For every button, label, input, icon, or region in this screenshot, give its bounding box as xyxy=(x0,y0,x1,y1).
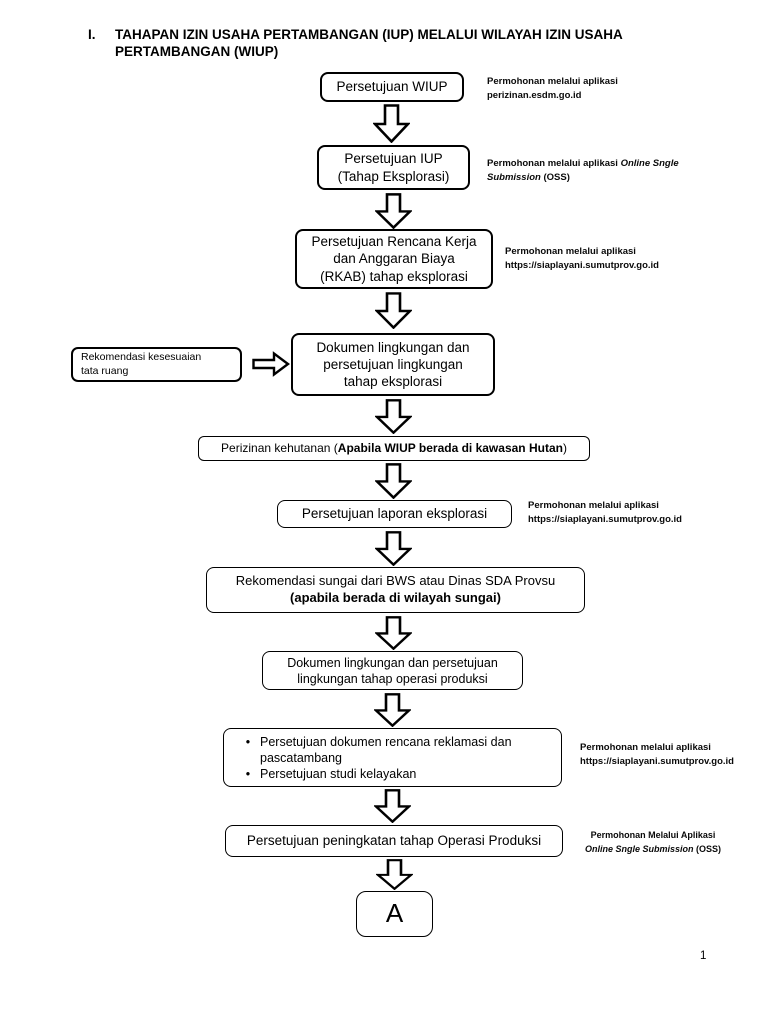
note-siaplayani-1: Permohonan melalui aplikasi https://siap… xyxy=(505,245,659,273)
box-line: (Tahap Eksplorasi) xyxy=(337,168,450,184)
note-line: perizinan.esdm.go.id xyxy=(487,90,582,101)
bullet-item: • Persetujuan dokumen rencana reklamasi … xyxy=(236,734,551,766)
note-line: Permohonan melalui aplikasi xyxy=(487,76,618,87)
bullet-item: • Persetujuan studi kelayakan xyxy=(236,766,551,782)
box-line: Rekomendasi sungai dari BWS atau Dinas S… xyxy=(235,573,556,589)
note-line: Permohonan melalui aplikasi xyxy=(505,246,636,257)
note-perizinan-esdm: Permohonan melalui aplikasi perizinan.es… xyxy=(487,75,618,103)
right-arrow-icon xyxy=(252,351,290,377)
box-line: Persetujuan IUP xyxy=(344,151,443,167)
note-line: https://siaplayani.sumutprov.go.id xyxy=(505,260,659,271)
box-line: tahap eksplorasi xyxy=(343,374,443,390)
down-arrow-icon xyxy=(375,531,412,566)
bullet-dot: • xyxy=(245,734,251,749)
flow-box-persetujuan-iup: Persetujuan IUP (Tahap Eksplorasi) xyxy=(317,145,470,190)
flow-box-persetujuan-wiup: Persetujuan WIUP xyxy=(320,72,464,102)
box-line: Rekomendasi kesesuaian xyxy=(81,350,202,363)
down-arrow-icon xyxy=(375,463,412,499)
box-label: Persetujuan laporan eksplorasi xyxy=(301,506,488,522)
down-arrow-icon xyxy=(375,616,412,650)
down-arrow-icon xyxy=(376,859,413,890)
flow-box-peningkatan-operasi-produksi: Persetujuan peningkatan tahap Operasi Pr… xyxy=(225,825,563,857)
bullet-text: Persetujuan dokumen rencana reklamasi da… xyxy=(260,734,512,765)
note-line: Permohonan Melalui Aplikasi xyxy=(590,830,716,840)
side-box-rekomendasi-tata-ruang: Rekomendasi kesesuaian tata ruang xyxy=(71,347,242,382)
box-line: persetujuan lingkungan xyxy=(323,356,463,372)
box-line: lingkungan tahap operasi produksi xyxy=(297,671,488,686)
page-number: 1 xyxy=(700,950,707,962)
flow-box-reklamasi-studi-kelayakan: • Persetujuan dokumen rencana reklamasi … xyxy=(223,728,562,787)
box-text-suffix: ) xyxy=(562,440,567,455)
box-text-bold: Apabila WIUP berada di kawasan Hutan xyxy=(337,440,563,455)
box-line: tata ruang xyxy=(81,364,129,377)
note-oss-eksplorasi: Permohonan melalui aplikasi Online Sngle… xyxy=(487,157,679,185)
note-siaplayani-3: Permohonan melalui aplikasi https://siap… xyxy=(580,741,734,769)
down-arrow-icon xyxy=(374,789,411,823)
terminal-label: A xyxy=(385,898,404,929)
flow-box-laporan-eksplorasi: Persetujuan laporan eksplorasi xyxy=(277,500,512,528)
note-oss-produksi: Permohonan Melalui Aplikasi Online Sngle… xyxy=(583,828,723,856)
flow-box-rekomendasi-sungai: Rekomendasi sungai dari BWS atau Dinas S… xyxy=(206,567,585,613)
box-line: Dokumen lingkungan dan persetujuan xyxy=(287,655,498,670)
note-line: https://siaplayani.sumutprov.go.id xyxy=(528,514,682,525)
flow-box-perizinan-kehutanan: Perizinan kehutanan (Apabila WIUP berada… xyxy=(198,436,590,461)
down-arrow-icon xyxy=(375,292,412,329)
box-line: Dokumen lingkungan dan xyxy=(316,339,470,355)
note-line: Submission (OSS) xyxy=(487,172,570,183)
note-line: Online Sngle Submission (OSS) xyxy=(584,844,722,854)
note-siaplayani-2: Permohonan melalui aplikasi https://siap… xyxy=(528,499,682,527)
box-line-bold: (apabila berada di wilayah sungai) xyxy=(290,590,501,605)
note-line: Permohonan melalui aplikasi Online Sngle xyxy=(487,158,679,169)
note-line: https://siaplayani.sumutprov.go.id xyxy=(580,756,734,767)
box-line: dan Anggaran Biaya xyxy=(333,251,455,267)
box-label: Persetujuan peningkatan tahap Operasi Pr… xyxy=(246,833,542,849)
flow-box-dokumen-lingkungan-eksplorasi: Dokumen lingkungan dan persetujuan lingk… xyxy=(291,333,495,396)
down-arrow-icon xyxy=(374,693,411,727)
title-line: PERTAMBANGAN (WIUP) xyxy=(115,44,279,59)
box-label: Persetujuan WIUP xyxy=(336,79,448,95)
box-line: (RKAB) tahap eksplorasi xyxy=(320,268,468,284)
down-arrow-icon xyxy=(375,193,412,229)
note-line: Permohonan melalui aplikasi xyxy=(580,742,711,753)
flow-box-dokumen-lingkungan-produksi: Dokumen lingkungan dan persetujuan lingk… xyxy=(262,651,523,690)
flow-terminal-a: A xyxy=(356,891,433,937)
title-numeral: I. xyxy=(88,27,96,42)
box-text-prefix: Perizinan kehutanan ( xyxy=(221,440,338,455)
title-text: TAHAPAN IZIN USAHA PERTAMBANGAN (IUP) ME… xyxy=(115,26,623,60)
title-line: TAHAPAN IZIN USAHA PERTAMBANGAN (IUP) ME… xyxy=(115,27,623,42)
bullet-text: Persetujuan studi kelayakan xyxy=(260,766,417,781)
down-arrow-icon xyxy=(375,399,412,434)
note-line: Permohonan melalui aplikasi xyxy=(528,500,659,511)
bullet-dot: • xyxy=(245,766,251,781)
page-title: I. TAHAPAN IZIN USAHA PERTAMBANGAN (IUP)… xyxy=(88,26,733,60)
flow-box-rkab: Persetujuan Rencana Kerja dan Anggaran B… xyxy=(295,229,493,289)
down-arrow-icon xyxy=(373,104,410,143)
box-line: Persetujuan Rencana Kerja xyxy=(311,234,477,250)
